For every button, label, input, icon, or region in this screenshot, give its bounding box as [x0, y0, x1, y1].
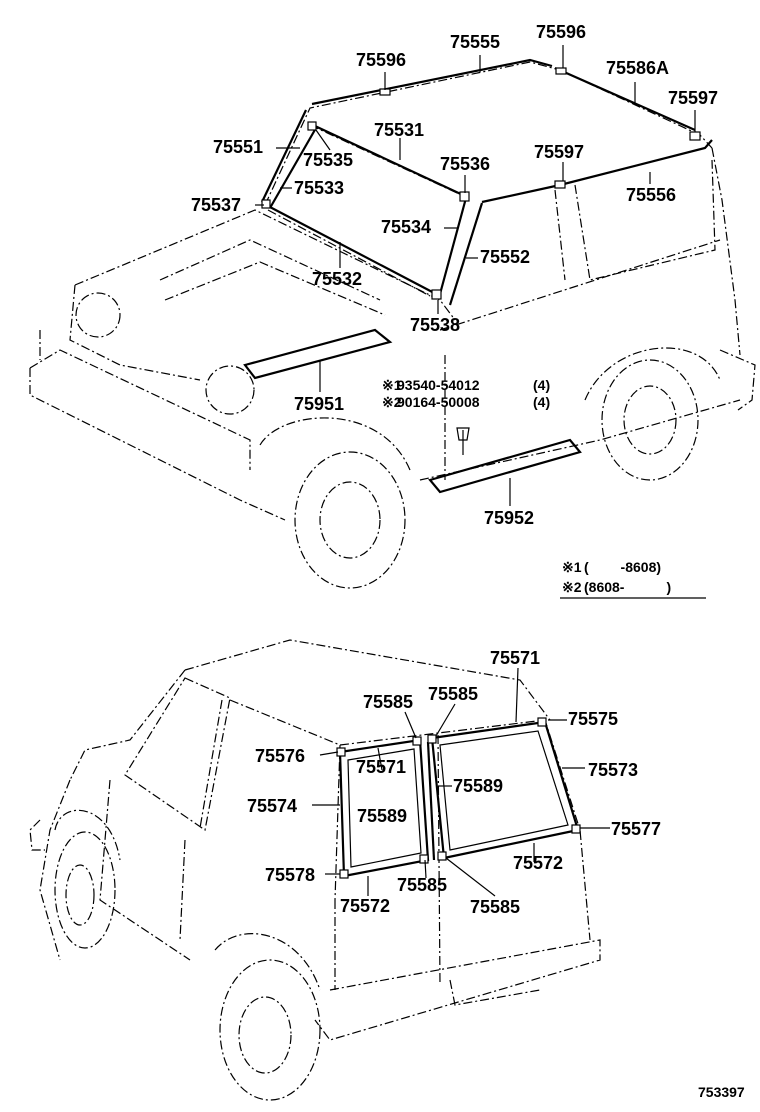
- label-75951: 75951: [294, 394, 344, 414]
- fastener-2-mark: ※2: [382, 394, 402, 410]
- rear-window-mouldings: [336, 717, 581, 879]
- label-75534: 75534: [381, 217, 431, 237]
- label-75597-a: 75597: [668, 88, 718, 108]
- label-75589-a: 75589: [453, 776, 503, 796]
- fastener-2-part: 90164-50008: [397, 394, 480, 410]
- fastener-1-part: 93540-54012: [397, 377, 480, 393]
- diagram-code: 753397: [698, 1084, 745, 1100]
- front-part-labels: 75596 75555 75596 75586A 75597 75551 755…: [191, 22, 718, 528]
- label-75596-a: 75596: [356, 50, 406, 70]
- label-75572-b: 75572: [340, 896, 390, 916]
- label-75575: 75575: [568, 709, 618, 729]
- fastener-1-qty: (4): [533, 377, 550, 393]
- front-vehicle-drawing: [29, 61, 756, 589]
- label-75597-b: 75597: [534, 142, 584, 162]
- legend-2-mark: ※2: [562, 579, 582, 595]
- label-75577: 75577: [611, 819, 661, 839]
- label-75536: 75536: [440, 154, 490, 174]
- label-75952: 75952: [484, 508, 534, 528]
- label-75532: 75532: [312, 269, 362, 289]
- label-75589-b: 75589: [357, 806, 407, 826]
- label-75571-a: 75571: [490, 648, 540, 668]
- label-75585-b: 75585: [428, 684, 478, 704]
- front-leader-lines: [255, 45, 696, 506]
- label-75585-c: 75585: [397, 875, 447, 895]
- legend-1-range: ( -8608): [584, 559, 661, 575]
- label-75537: 75537: [191, 195, 241, 215]
- label-75578: 75578: [265, 865, 315, 885]
- label-75533: 75533: [294, 178, 344, 198]
- label-75573: 75573: [588, 760, 638, 780]
- label-75585-a: 75585: [363, 692, 413, 712]
- label-75535: 75535: [303, 150, 353, 170]
- label-75585-d: 75585: [470, 897, 520, 917]
- label-75538: 75538: [410, 315, 460, 335]
- fastener-2-qty: (4): [533, 394, 550, 410]
- rear-part-labels: 75571 75585 75585 75575 75576 75571 7557…: [247, 648, 661, 917]
- legend-2-range: (8608- ): [584, 579, 671, 595]
- fastener-callouts: ※1 93540-54012 (4) ※2 90164-50008 (4): [382, 377, 550, 410]
- label-75572-a: 75572: [513, 853, 563, 873]
- label-75531: 75531: [374, 120, 424, 140]
- label-75551: 75551: [213, 137, 263, 157]
- label-75555: 75555: [450, 32, 500, 52]
- label-75571-b: 75571: [356, 757, 406, 777]
- legend: ※1 ( -8608) ※2 (8608- ): [560, 559, 706, 599]
- label-75596-b: 75596: [536, 22, 586, 42]
- label-75556: 75556: [626, 185, 676, 205]
- label-75586A: 75586A: [606, 58, 669, 78]
- label-75552: 75552: [480, 247, 530, 267]
- fastener-1-mark: ※1: [382, 377, 402, 393]
- rear-leader-lines: [312, 667, 610, 897]
- legend-1-mark: ※1: [562, 559, 582, 575]
- label-75574: 75574: [247, 796, 297, 816]
- label-75576: 75576: [255, 746, 305, 766]
